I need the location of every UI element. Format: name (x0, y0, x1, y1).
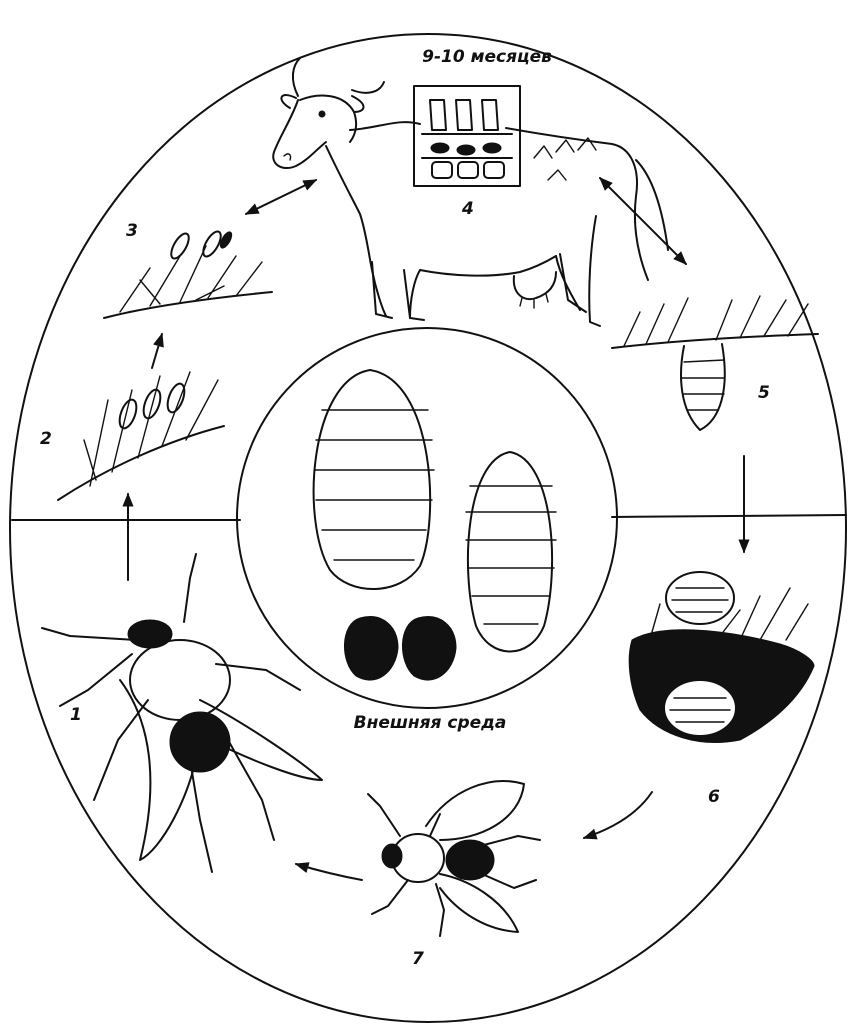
stage-label-3: 3 (126, 221, 138, 241)
stage-7-adult-fly (368, 781, 540, 936)
cow-illustration (273, 58, 668, 326)
stage-label-2: 2 (40, 429, 52, 449)
inner-larva-right (466, 452, 556, 652)
stage-label-7: 7 (412, 949, 424, 969)
stage-label-6: 6 (708, 787, 720, 807)
arrow-7-to-1 (296, 864, 362, 880)
pupa-bottom (664, 680, 736, 736)
arrow-cow-to-5 (600, 178, 686, 264)
external-environment-caption: Внешняя среда (354, 713, 507, 733)
arrow-cow-to-3 (246, 180, 316, 214)
duration-caption: 9-10 месяцев (422, 47, 552, 67)
stage-2-eggs-on-hair (58, 372, 224, 500)
stage-label-4: 4 (461, 199, 474, 219)
arrow-2-to-3 (152, 334, 162, 368)
stage-1-adult-fly (42, 554, 322, 872)
inner-pupae-pair (344, 617, 456, 680)
divider-right (612, 515, 846, 517)
skin-section-inset (414, 86, 520, 186)
inner-larva-left (314, 370, 434, 589)
stage-label-1: 1 (70, 705, 82, 725)
stage-label-5: 5 (758, 383, 770, 403)
stage-6-pupae-in-soil (629, 572, 814, 742)
stage-5-larva-in-skin (612, 296, 818, 430)
pupa-top (666, 572, 734, 624)
arrow-6-to-7 (584, 792, 652, 838)
stage-3-eggs-on-hair (104, 229, 272, 318)
